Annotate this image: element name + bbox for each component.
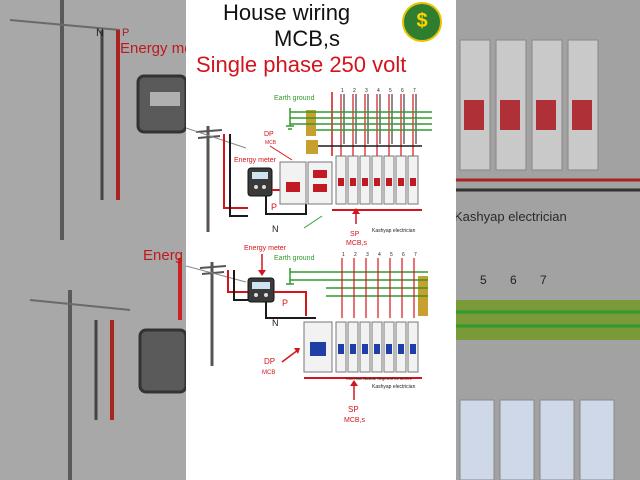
title-line-1: House wiring [223,0,351,25]
top-circuit-3: 3 [365,88,368,94]
wiring-diagram: Energy meter P N DP MCB [186,88,432,424]
bottom-dp-sub-label: MCB [262,370,275,376]
bg-number-7: 7 [540,273,547,287]
top-dp-sub-label: MCB [265,140,277,146]
bottom-circuit-6: 6 [402,252,405,258]
top-sp-sub-label: MCB,s [346,240,368,247]
top-earth-busbar [286,108,432,136]
top-circuit-2: 2 [353,88,356,94]
bottom-credit: Kashyap electrician [372,384,416,390]
top-rccb [307,161,333,205]
top-dp-mcb [279,161,307,205]
bottom-sp-sub-label: MCB,s [344,417,366,424]
bottom-energy-meter [247,277,275,303]
top-circuit-4: 4 [377,88,380,94]
bg-n-label: N [96,27,104,39]
bottom-p-label: P [282,298,288,308]
bottom-circuit-1: 1 [342,252,345,258]
bottom-dp-label: DP [264,357,275,366]
top-credit: Kashyap electrician [372,228,416,234]
bg-energy-label: Energ [143,247,184,264]
diagram-panel: House wiring MCB,s Single phase 250 volt… [186,0,456,480]
top-energy-meter [247,167,273,197]
bottom-dp-mcb [303,321,333,373]
bg-number-5: 5 [480,273,487,287]
bottom-sp-label: SP [348,405,359,414]
channel-logo: $ [402,2,442,42]
bottom-earth-ground-label: Earth ground [274,255,315,262]
bottom-sp-mcb-row [335,321,419,373]
bottom-circuit-2: 2 [354,252,357,258]
top-utility-pole [186,126,247,232]
top-circuit-1: 1 [341,88,344,94]
bottom-circuit-3: 3 [366,252,369,258]
top-circuit-5: 5 [389,88,392,94]
bottom-circuit-5: 5 [390,252,393,258]
bottom-utility-pole [186,262,247,366]
bg-energy-meter-label: Energy me [120,40,193,57]
top-sp-label: SP [350,231,360,238]
top-sp-mcb-row [335,155,419,205]
top-p-label: P [271,202,277,212]
bottom-energy-meter-label: Energy meter [244,245,287,252]
title-line-2: MCB,s [274,26,340,51]
top-dp-label: DP [264,131,274,138]
top-n-label: N [272,224,279,234]
bottom-circuit-4: 4 [378,252,381,258]
bottom-earth-busbar [286,268,428,316]
top-energy-meter-label: Energy meter [234,157,277,164]
bg-p-label: P [122,27,129,39]
bottom-busbar-label: Common Busbar Segment for MCB's [346,376,412,381]
bottom-n-label: N [272,318,279,328]
logo-glyph: $ [416,10,428,32]
bottom-circuit-7: 7 [414,252,417,258]
top-earth-ground-label: Earth ground [274,95,315,102]
bg-credit-label: Kashyap electrician [454,209,567,224]
top-circuit-6: 6 [401,88,404,94]
top-circuit-7: 7 [413,88,416,94]
bg-number-6: 6 [510,273,517,287]
title-line-3: Single phase 250 volt [196,52,407,77]
